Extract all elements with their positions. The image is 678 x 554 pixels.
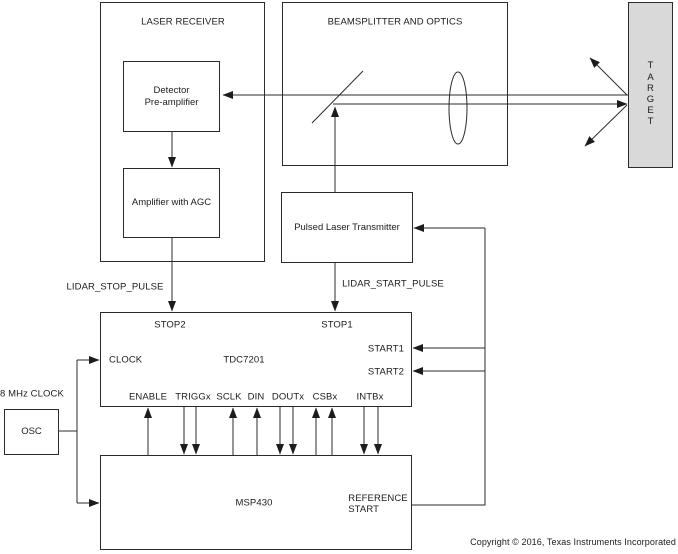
pulsed-laser-transmitter-box: Pulsed Laser Transmitter [281,192,413,263]
target-letter: A [647,71,654,83]
msp430-box [100,455,412,550]
target-box: T A R G E T [628,2,673,168]
target-letter: R [647,82,654,94]
target-label: T A R G E T [647,60,654,127]
pulsed-laser-transmitter-label: Pulsed Laser Transmitter [294,221,400,233]
target-letter: T [647,116,654,128]
target-letter: T [647,60,654,72]
tdc-pin-start2: START2 [367,366,405,378]
amplifier-agc-label: Amplifier with AGC [131,197,212,208]
target-scatter-up-arrow [589,57,628,96]
reference-start-net [412,228,486,506]
reference-start-label: REFERENCE START [348,493,408,515]
clock-8mhz-label: 8 MHz CLOCK [0,388,64,400]
lidar-start-pulse-label: LIDAR_START_PULSE [342,278,444,290]
target-letter: G [646,94,655,105]
tdc-pin-csbx: CSBx [312,391,338,403]
osc-label: OSC [21,426,42,437]
tdc-pin-stop2: STOP2 [154,319,186,331]
target-letter: E [647,105,654,117]
tdc-pin-din: DIN [247,391,265,403]
laser-receiver-title: LASER RECEIVER [141,16,225,28]
osc-clock-net [59,360,78,503]
tdc-pin-intbx: INTBx [356,391,384,403]
lidar-stop-pulse-label: LIDAR_STOP_PULSE [66,281,164,293]
tdc-pin-sclk: SCLK [216,391,242,403]
detector-preamplifier-label: Detector Pre-amplifier [144,84,199,108]
tdc-pin-stop1: STOP1 [321,319,353,331]
tdc-pin-triggx: TRIGGx [175,391,211,403]
beamsplitter-optics-title: BEAMSPLITTER AND OPTICS [327,16,463,28]
msp430-label: MSP430 [235,497,273,509]
tdc-pin-enable: ENABLE [128,391,168,403]
tdc-pin-doutx: DOUTx [271,391,305,403]
osc-box: OSC [4,409,59,455]
tdc7201-box [100,312,412,407]
copyright-text: Copyright © 2016, Texas Instruments Inco… [470,537,676,547]
detector-preamplifier-box: Detector Pre-amplifier [123,61,220,132]
tdc7201-label: TDC7201 [223,354,265,366]
tdc-pin-clock: CLOCK [109,354,143,366]
tdc-pin-start1: START1 [367,343,405,355]
amplifier-agc-box: Amplifier with AGC [123,168,220,238]
target-scatter-down-arrow [584,104,628,147]
